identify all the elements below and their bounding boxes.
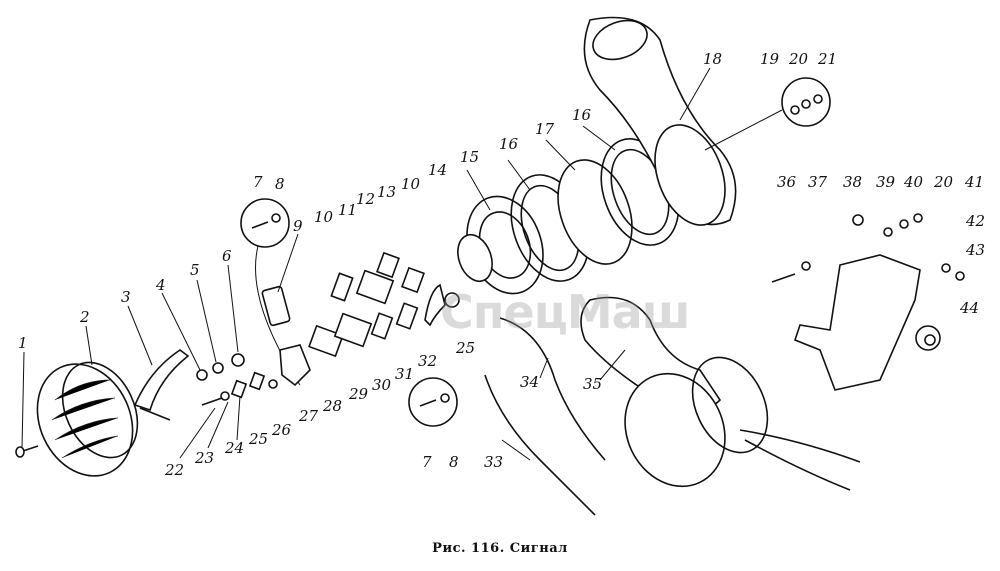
detail-circle-19-21 [704, 77, 831, 151]
callout-5: 5 [190, 261, 200, 279]
callout-7-lower: 7 [422, 453, 432, 471]
callout-3: 3 [121, 288, 131, 306]
callout-16-right: 16 [572, 106, 592, 124]
callout-10-left: 10 [314, 208, 334, 226]
part-32-25-spring [424, 283, 460, 327]
part-16-17-gaskets [510, 138, 680, 282]
callout-44: 44 [960, 299, 980, 317]
callout-14: 14 [428, 161, 448, 179]
callout-43: 43 [966, 241, 986, 259]
parts-4-5-6-nuts [196, 353, 245, 381]
part-3-bracket [133, 349, 190, 421]
wires-33-34 [484, 317, 861, 516]
callout-24: 24 [225, 439, 245, 457]
part-35-assembled-horn [580, 296, 769, 488]
part-27-plate [279, 344, 311, 387]
part-2-cover [36, 361, 139, 477]
callout-16-left: 16 [499, 135, 519, 153]
callout-28: 28 [323, 397, 343, 415]
callout-1: 1 [18, 334, 28, 352]
part-39-mount-bracket [794, 254, 941, 391]
callout-8-upper: 8 [275, 175, 285, 193]
callout-33: 33 [484, 453, 504, 471]
callout-10-right: 10 [401, 175, 421, 193]
callout-35: 35 [583, 375, 603, 393]
callout-9: 9 [293, 217, 303, 235]
callout-20-top: 20 [789, 50, 809, 68]
callout-39: 39 [876, 173, 896, 191]
callout-31: 31 [395, 365, 415, 383]
callout-25-right: 25 [456, 339, 476, 357]
callout-12: 12 [356, 190, 376, 208]
figure-caption: Рис. 116. Сигнал [432, 541, 568, 556]
callout-22: 22 [165, 461, 185, 479]
callout-23: 23 [195, 449, 215, 467]
callout-36: 36 [777, 173, 797, 191]
callout-20-right: 20 [934, 173, 954, 191]
callout-41: 41 [965, 173, 985, 191]
callout-37: 37 [808, 173, 828, 191]
callout-40: 40 [904, 173, 924, 191]
callout-29: 29 [349, 385, 369, 403]
callout-27: 27 [299, 407, 319, 425]
callout-17: 17 [535, 120, 555, 138]
part-9-capacitor [261, 285, 291, 327]
contact-plates [308, 251, 425, 358]
callout-21: 21 [818, 50, 838, 68]
detail-circle-7-8-lower [408, 377, 458, 427]
callout-19: 19 [760, 50, 780, 68]
parts-36-43-fasteners [771, 213, 965, 283]
callout-11: 11 [338, 201, 358, 219]
callout-34: 34 [520, 373, 540, 391]
callout-42: 42 [966, 212, 986, 230]
callout-26: 26 [272, 421, 292, 439]
part-14-15-diaphragm [457, 195, 544, 295]
watermark-logo: СпецМаш [440, 285, 691, 339]
callout-25-left: 25 [249, 430, 269, 448]
callout-6: 6 [222, 247, 232, 265]
callout-8-lower: 8 [449, 453, 459, 471]
part-18-horn [583, 16, 737, 226]
callout-18: 18 [703, 50, 723, 68]
callout-13: 13 [377, 183, 397, 201]
callout-30: 30 [372, 376, 392, 394]
callout-15: 15 [460, 148, 480, 166]
callout-32: 32 [418, 352, 438, 370]
callout-4: 4 [156, 276, 166, 294]
callout-38: 38 [843, 173, 863, 191]
part-1-screw [15, 445, 39, 458]
leader-lines [21, 67, 711, 461]
callout-7-upper: 7 [253, 173, 263, 191]
callout-2: 2 [80, 308, 90, 326]
parts-22-26-fasteners [201, 371, 278, 406]
